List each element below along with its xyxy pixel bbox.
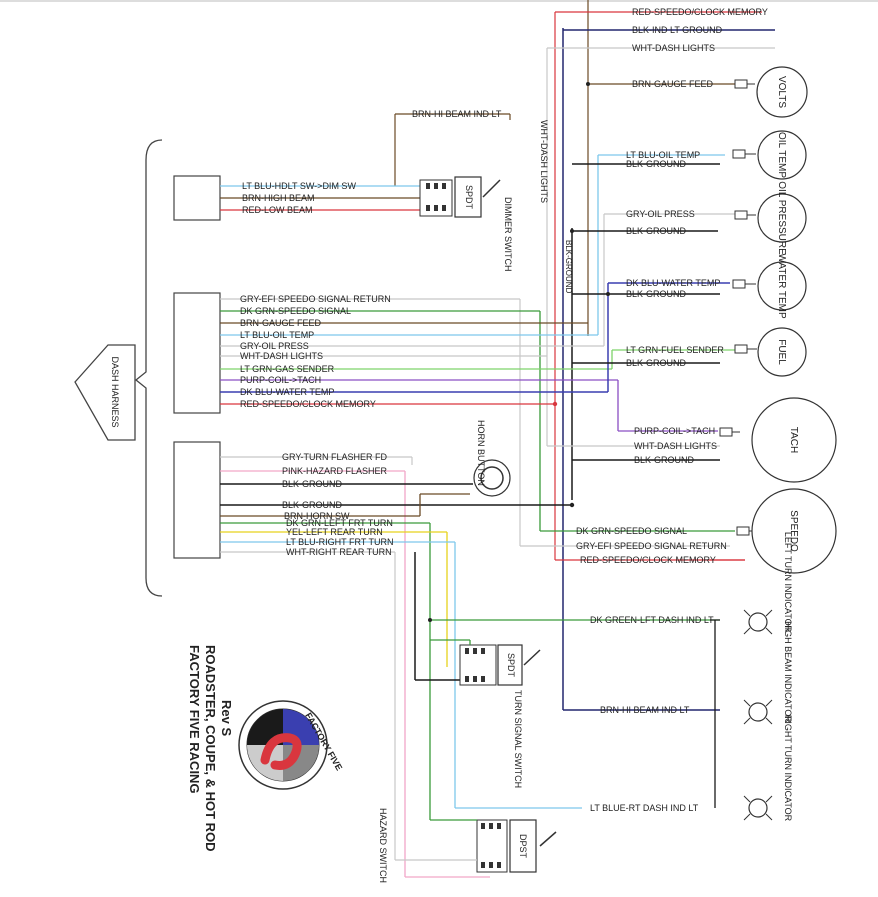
left-turn-lamp xyxy=(748,612,768,632)
gauge-wire-label: DK BLU-WATER TEMP xyxy=(626,278,720,288)
factory-five-logo: FACTORY FIVE xyxy=(238,700,344,790)
gauge-wire-label: LT GRN-FUEL SENDER xyxy=(626,345,724,355)
gauge-wire-label: BLK-GROUND xyxy=(626,159,687,169)
gauge-wire-label: RED-SPEEDO/CLOCK MEMORY xyxy=(580,555,716,565)
harness-wire-label: GRY-OIL PRESS xyxy=(240,341,309,351)
harness-wire-label: BRN-GAUGE FEED xyxy=(240,318,322,328)
harness-wire-label: DK BLU-WATER TEMP xyxy=(240,387,334,397)
turn-switch-box xyxy=(497,644,523,686)
dimmer-connector xyxy=(173,175,221,221)
indicator-label: HIGH BEAM INDICATOR xyxy=(783,621,793,723)
gauge-wire-label: LT BLU-OIL TEMP xyxy=(626,150,700,160)
gauge-wire-label: BLK-GROUND xyxy=(626,289,687,299)
gauge-wire-label: BLK-GROUND xyxy=(634,455,695,465)
indicator-wire-label: LT BLUE-RT DASH IND LT xyxy=(590,803,699,813)
title-line-3: Rev S xyxy=(219,700,234,736)
lower-wire-label: GRY-TURN FLASHER FD xyxy=(282,452,388,462)
right-turn-lamp xyxy=(748,798,768,818)
harness-arrow xyxy=(74,344,136,441)
top-wire-label: BLK-IND LT GROUND xyxy=(632,25,723,35)
gauge-fuel xyxy=(757,327,807,377)
hazard-switch-box xyxy=(509,819,537,873)
gauge-wire-label: BLK-GROUND xyxy=(626,226,687,236)
gauge-label: FUEL xyxy=(776,339,787,365)
dimmer-box-label: SPDT xyxy=(464,185,474,210)
lower-wire-label: BRN-HORN SW xyxy=(284,511,350,521)
high-beam-lamp xyxy=(748,702,768,722)
gauge-label: OIL PRESSURE xyxy=(776,181,787,255)
gauge-water-temp xyxy=(757,261,807,311)
dimmer-wire-label: LT BLU-HDLT SW->DIM SW xyxy=(242,181,356,191)
gauge-wire-label: GRY-EFI SPEEDO SIGNAL RETURN xyxy=(576,541,727,551)
dimmer-wire-label: BRN-HI BEAM IND LT xyxy=(412,109,502,119)
gauge-label: OIL TEMP xyxy=(776,132,787,178)
title-line-2: ROADSTER, COUPE, & HOT ROD xyxy=(203,645,218,852)
dimmer-switch-box xyxy=(454,176,482,218)
harness-connector xyxy=(173,292,221,414)
dimmer-wire-label: BRN-HIGH BEAM xyxy=(242,193,315,203)
top-wire-label: WHT-DASH LIGHTS xyxy=(632,43,715,53)
indicator-label: RIGHT TURN INDICATOR xyxy=(783,715,793,822)
harness-wire-label: PURP-COIL->TACH xyxy=(240,375,321,385)
lower-wire-label: BLK-GROUND xyxy=(282,479,343,489)
harness-label: DASH HARNESS xyxy=(110,356,120,427)
lower-wire-label: PINK-HAZARD FLASHER xyxy=(282,466,388,476)
indicator-wire-label: BRN-HI BEAM IND LT xyxy=(600,705,690,715)
lower-wire-label: WHT-RIGHT REAR TURN xyxy=(286,547,392,557)
gauge-label: SPEEDO xyxy=(788,510,799,552)
hazard-box-label: DPST xyxy=(518,834,528,859)
harness-bracket xyxy=(134,139,163,597)
horn-label: HORN BUTTON xyxy=(476,420,486,486)
dimmer-wire-label: RED-LOW BEAM xyxy=(242,205,313,215)
gauge-speedo xyxy=(751,488,837,574)
gauge-wire-label: DK GRN-SPEEDO SIGNAL xyxy=(576,526,687,536)
gauge-label: WATER TEMP xyxy=(776,253,787,319)
gauge-tach xyxy=(751,397,837,483)
title-block: FACTORY FIVE RACING ROADSTER, COUPE, & H… xyxy=(187,645,234,852)
harness-wire-label: LT GRN-GAS SENDER xyxy=(240,364,335,374)
gauge-wire-label: PURP-COIL->TACH xyxy=(634,426,715,436)
indicator-label: LEFT TURN INDICATOR xyxy=(783,532,793,633)
top-wire-label: BRN-GAUGE FEED xyxy=(632,79,714,89)
lower-wire-label: LT BLU-RIGHT FRT TURN xyxy=(286,537,394,547)
harness-wire-label: WHT-DASH LIGHTS xyxy=(240,351,323,361)
lower-wire-label: YEL-LEFT REAR TURN xyxy=(286,527,383,537)
gauge-volts xyxy=(756,66,808,118)
harness-wire-label: LT BLU-OIL TEMP xyxy=(240,330,314,340)
hazard-switch-label: HAZARD SWITCH xyxy=(378,808,388,883)
gauge-label: VOLTS xyxy=(776,76,787,108)
gauge-wire-label: WHT-DASH LIGHTS xyxy=(634,441,717,451)
dimmer-switch-label: DIMMER SWITCH xyxy=(503,197,513,272)
indicator-wire-label: DK GREEN-LFT DASH IND LT xyxy=(590,615,714,625)
turn-box-label: SPDT xyxy=(506,653,516,678)
gauge-wire-label: GRY-OIL PRESS xyxy=(626,209,695,219)
vertical-blk-ground: BLK-GROUND xyxy=(564,240,573,294)
vertical-wht-dash-lights: WHT-DASH LIGHTS xyxy=(539,120,549,203)
lower-connector xyxy=(173,441,221,559)
gauge-oil-temp xyxy=(757,130,807,180)
harness-wire-label: DK GRN-SPEEDO SIGNAL xyxy=(240,306,351,316)
gauge-oil-pressure xyxy=(757,193,807,243)
lower-wire-label: DK GRN-LEFT FRT TURN xyxy=(286,518,393,528)
gauge-wire-label: BLK-GROUND xyxy=(626,358,687,368)
title-line-1: FACTORY FIVE RACING xyxy=(187,645,202,794)
turn-switch-label: TURN SIGNAL SWITCH xyxy=(513,690,523,788)
harness-wire-label: GRY-EFI SPEEDO SIGNAL RETURN xyxy=(240,294,391,304)
gauge-label: TACH xyxy=(788,427,799,453)
harness-wire-label: RED-SPEEDO/CLOCK MEMORY xyxy=(240,399,376,409)
lower-wire-label: BLK-GROUND xyxy=(282,500,343,510)
top-wire-label: RED-SPEEDO/CLOCK MEMORY xyxy=(632,7,768,17)
